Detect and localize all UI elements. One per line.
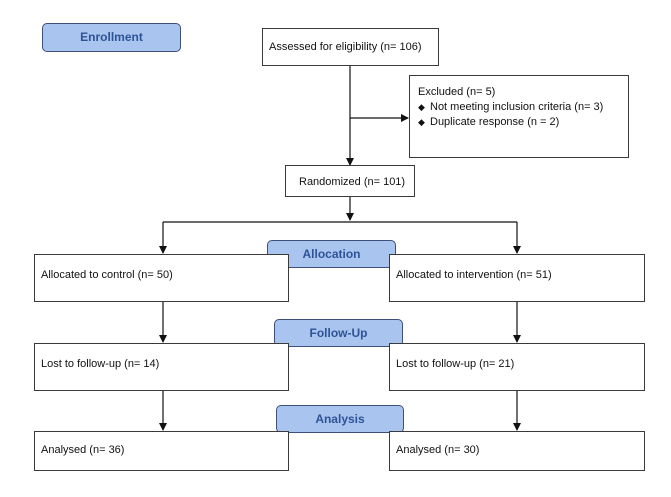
intervention-analysed-label: Analysed (n= 30): [396, 444, 480, 456]
control-allocated-label: Allocated to control (n= 50): [41, 269, 173, 281]
control-lost-label: Lost to follow-up (n= 14): [41, 358, 160, 370]
control-allocated-box: Allocated to control (n= 50): [34, 254, 289, 302]
intervention-lost-label: Lost to follow-up (n= 21): [396, 358, 515, 370]
excluded-item: ◆ Not meeting inclusion criteria (n= 3): [418, 101, 603, 114]
excluded-title: Excluded (n= 5): [418, 86, 496, 98]
stage-analysis: Analysis: [276, 405, 404, 433]
excluded-item: ◆ Duplicate response (n = 2): [418, 116, 559, 129]
assessed-label: Assessed for eligibility (n= 106): [269, 41, 422, 53]
intervention-lost-box: Lost to follow-up (n= 21): [389, 343, 645, 391]
excluded-box: Excluded (n= 5) ◆ Not meeting inclusion c…: [409, 75, 629, 158]
control-analysed-box: Analysed (n= 36): [34, 431, 289, 471]
stage-follow-up: Follow-Up: [274, 319, 403, 347]
randomized-box: Randomized (n= 101): [285, 165, 415, 197]
excluded-item-label: Duplicate response (n = 2): [430, 116, 560, 128]
excluded-item-label: Not meeting inclusion criteria (n= 3): [430, 101, 604, 113]
randomized-label: Randomized (n= 101): [299, 176, 406, 188]
stage-enrollment: Enrollment: [42, 23, 181, 52]
bullet-icon: ◆: [418, 117, 425, 127]
intervention-allocated-label: Allocated to intervention (n= 51): [396, 269, 552, 281]
assessed-box: Assessed for eligibility (n= 106): [262, 28, 439, 66]
bullet-icon: ◆: [418, 102, 425, 112]
intervention-allocated-box: Allocated to intervention (n= 51): [389, 254, 645, 302]
intervention-analysed-box: Analysed (n= 30): [389, 431, 645, 471]
control-lost-box: Lost to follow-up (n= 14): [34, 343, 289, 391]
control-analysed-label: Analysed (n= 36): [41, 444, 125, 456]
